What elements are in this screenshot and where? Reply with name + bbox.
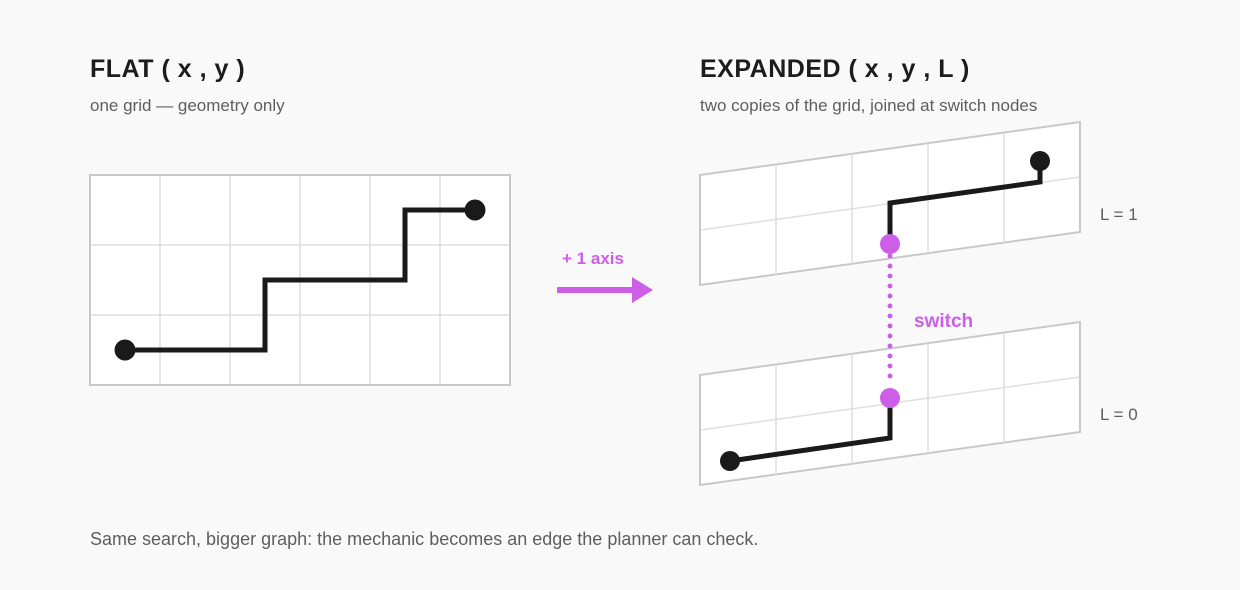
switch-edge: switch (880, 234, 973, 408)
layer-top-label: L = 1 (1100, 205, 1138, 224)
switch-label: switch (914, 311, 973, 332)
expanded-subtitle: two copies of the grid, joined at switch… (700, 96, 1038, 115)
layer-bottom-path (729, 398, 893, 464)
expanded-title: EXPANDED ( x , y , L ) (700, 55, 970, 83)
layer-bottom-start-node (720, 451, 740, 471)
flat-title: FLAT ( x , y ) (90, 55, 246, 83)
layer-top-goal-node (1030, 151, 1050, 171)
flat-start-node (114, 339, 136, 361)
axis-arrow-head (632, 277, 653, 303)
layer-top: L = 1 (699, 120, 1138, 287)
layer-bottom: L = 0 (699, 320, 1138, 487)
axis-arrow: + 1 axis (557, 249, 653, 303)
layer-bottom-label: L = 0 (1100, 405, 1138, 424)
switch-node-bottom (880, 388, 900, 408)
caption: Same search, bigger graph: the mechanic … (90, 529, 759, 549)
axis-arrow-label: + 1 axis (562, 249, 624, 268)
flat-subtitle: one grid — geometry only (90, 96, 285, 115)
flat-path (125, 207, 475, 353)
layer-top-path (887, 161, 1043, 244)
flat-grid (89, 174, 511, 386)
switch-node-top (880, 234, 900, 254)
flat-goal-node (464, 199, 486, 221)
